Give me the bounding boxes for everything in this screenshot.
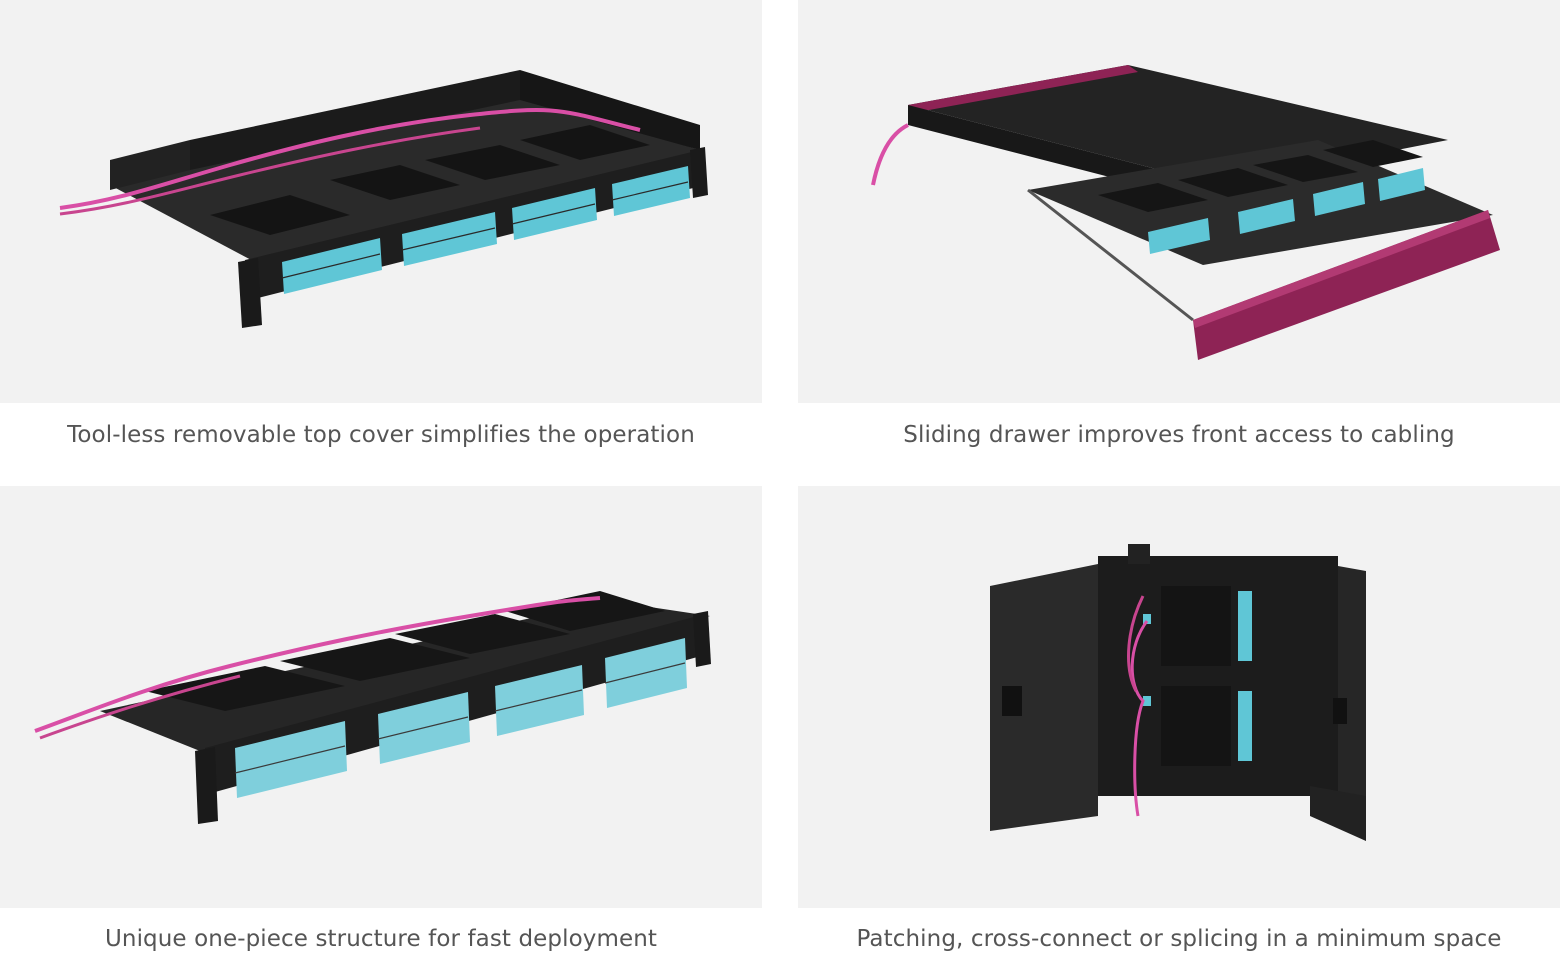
caption-wall-mount: Patching, cross-connect or splicing in a… — [856, 926, 1502, 952]
wall-mount-enclosure-illustration — [990, 544, 1366, 841]
product-image-sliding-drawer-enclosure — [798, 0, 1560, 403]
product-image-open-top-enclosure — [0, 0, 762, 403]
one-piece-enclosure-illustration — [34, 591, 711, 824]
product-image-one-piece-enclosure — [0, 486, 762, 908]
caption-sliding-drawer: Sliding drawer improves front access to … — [903, 422, 1455, 448]
rack-enclosure-illustration — [59, 70, 708, 328]
caption-open-top: Tool-less removable top cover simplifies… — [67, 422, 695, 448]
product-image-wall-mount-enclosure — [798, 486, 1560, 908]
drawer-enclosure-illustration — [871, 65, 1500, 360]
caption-one-piece: Unique one-piece structure for fast depl… — [104, 926, 658, 952]
